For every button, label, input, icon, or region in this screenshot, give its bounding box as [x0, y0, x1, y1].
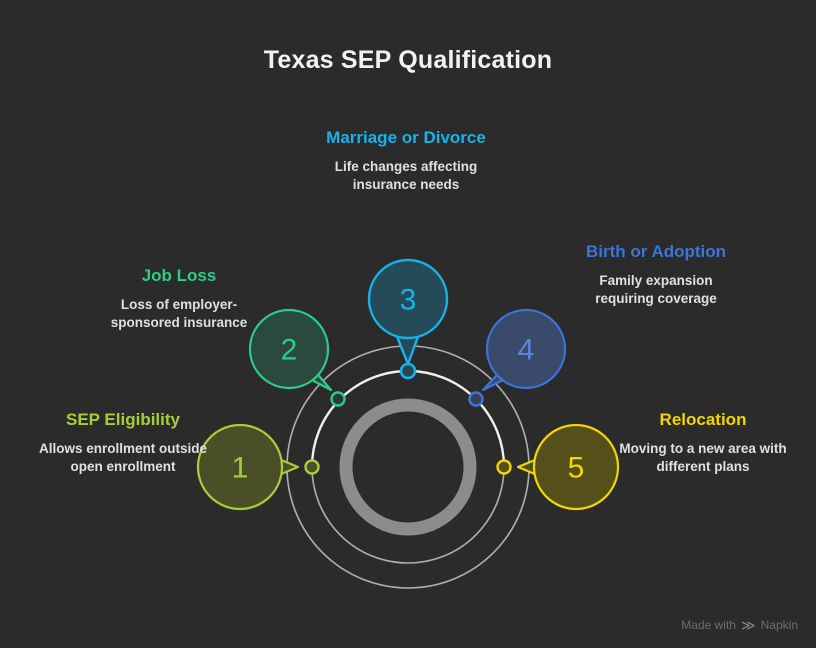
node-dot-1[interactable] — [304, 459, 320, 475]
callout-description-4: Family expansion requiring coverage — [595, 273, 717, 306]
node-dot-4[interactable] — [468, 391, 484, 407]
callout-description-1: Allows enrollment outside open enrollmen… — [38, 441, 208, 474]
callout-title-4: Birth or Adoption — [585, 242, 727, 261]
callout-label-2: Job Loss Loss of employer-sponsored insu… — [88, 264, 270, 332]
callout-bubble-4[interactable]: 4 — [481, 308, 567, 392]
bubble-number-2: 2 — [281, 334, 298, 367]
callout-label-5: Relocation Moving to a new area with dif… — [608, 408, 798, 476]
bubble-number-3: 3 — [400, 284, 417, 317]
callout-title-3: Marriage or Divorce — [326, 128, 486, 147]
callout-label-3: Marriage or Divorce Life changes affecti… — [326, 126, 486, 194]
node-dot-3[interactable] — [399, 362, 417, 380]
bubble-number-5: 5 — [568, 452, 585, 485]
callout-title-1: SEP Eligibility — [66, 410, 180, 429]
bubble-number-4: 4 — [518, 334, 535, 367]
node-dot-5[interactable] — [496, 459, 512, 475]
callout-label-4: Birth or Adoption Family expansion requi… — [572, 240, 740, 308]
callout-bubble-3[interactable]: 3 — [367, 258, 449, 366]
page-title: Texas SEP Qualification — [263, 46, 553, 74]
callout-bubble-5[interactable]: 5 — [516, 423, 620, 511]
callout-title-2: Job Loss — [141, 266, 217, 285]
bubble-number-1: 1 — [232, 452, 249, 485]
callout-description-5: Moving to a new area with different plan… — [619, 441, 787, 474]
callout-label-1: SEP Eligibility Allows enrollment outsid… — [28, 408, 218, 476]
callout-description-3: Life changes affecting insurance needs — [334, 159, 478, 192]
mid-ring-active-arc — [310, 369, 506, 468]
callout-description-2: Loss of employer-sponsored insurance — [110, 297, 248, 330]
napkin-chevrons-icon: ≫ — [740, 617, 756, 633]
watermark-brand: Napkin — [760, 618, 798, 632]
node-dot-2[interactable] — [330, 391, 346, 407]
watermark: Made with ≫ Napkin — [681, 618, 798, 632]
inner-band — [339, 398, 477, 536]
watermark-prefix: Made with — [681, 618, 736, 632]
callout-bubble-1[interactable]: 1 — [196, 423, 300, 511]
callout-bubble-2[interactable]: 2 — [248, 308, 333, 392]
callout-title-5: Relocation — [659, 410, 747, 429]
